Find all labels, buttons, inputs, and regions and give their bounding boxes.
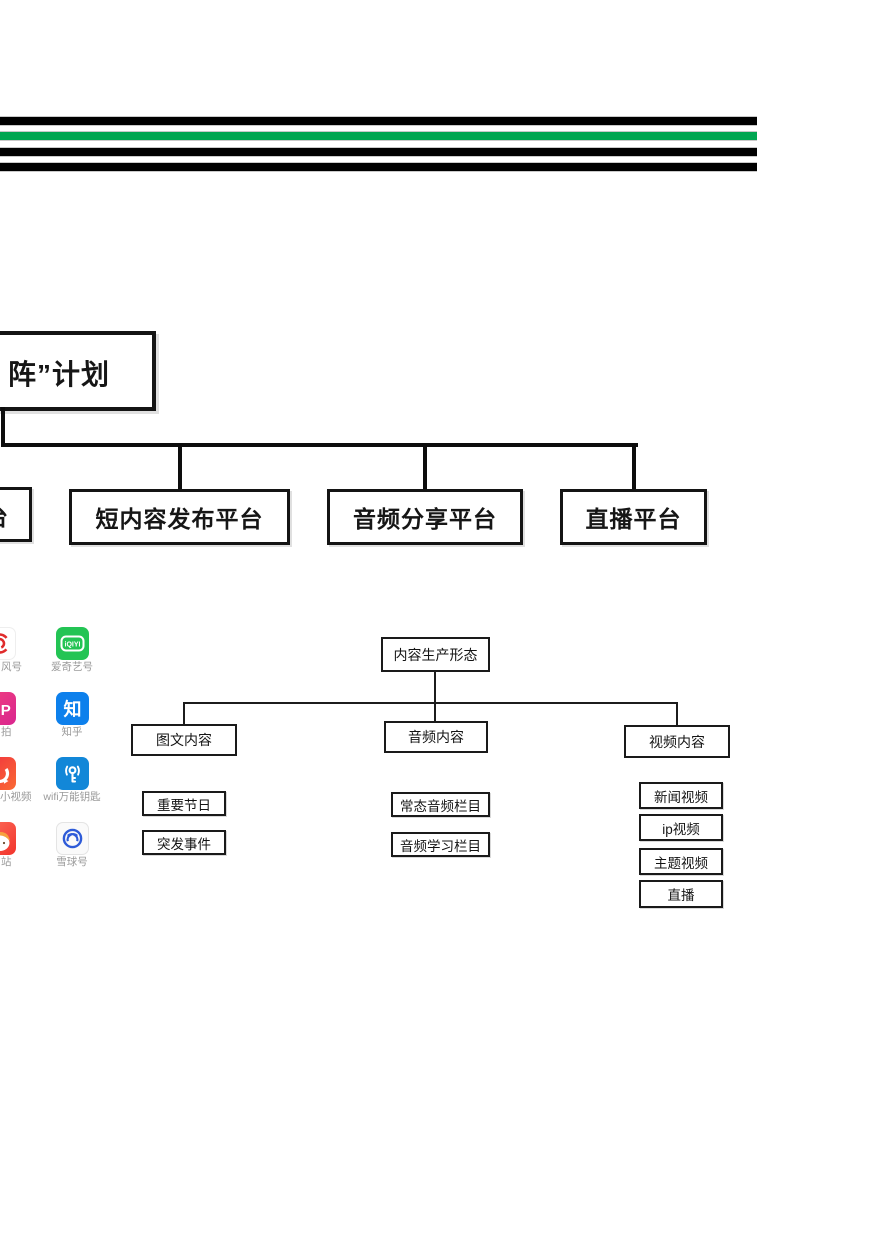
leaf-live: 直播	[639, 880, 723, 908]
leaf-label: 新闻视频	[654, 789, 708, 805]
stripe-green	[0, 132, 757, 140]
branch-box-video: 视频内容	[624, 725, 730, 758]
tree-hline	[183, 702, 677, 704]
iqiyi-app-icon: iQIYI	[56, 627, 89, 660]
platform-box-live: 直播平台	[560, 489, 707, 545]
tree-root-label: 内容生产形态	[393, 646, 478, 663]
zhan-app-label: 站	[1, 856, 12, 868]
leaf-label: 主题视频	[654, 855, 708, 871]
leaf-label: 直播	[667, 888, 695, 903]
leaf-regular-audio-column: 常态音频栏目	[391, 792, 490, 817]
zhihu-app-icon: 知	[56, 692, 89, 725]
xiaoshipin-app-icon	[0, 757, 16, 790]
leaf-label: ip视频	[662, 821, 700, 837]
stripe-black-1	[0, 117, 757, 125]
iqiyi-app-label: 爱奇艺号	[51, 661, 93, 673]
leaf-important-festivals: 重要节日	[142, 791, 226, 816]
platform-box-audio-share: 音频分享平台	[327, 489, 523, 545]
leaf-news-video: 新闻视频	[639, 782, 723, 809]
leaf-theme-video: 主题视频	[639, 848, 723, 875]
stripe-black-3	[0, 163, 757, 171]
branch-label-video: 视频内容	[649, 733, 705, 750]
platform-label-short-content: 短内容发布平台	[95, 506, 264, 532]
leaf-ip-video: ip视频	[639, 814, 723, 841]
plan-title-box	[0, 331, 156, 411]
platform-box-short-content: 短内容发布平台	[69, 489, 290, 545]
branch-label-audio: 音频内容	[408, 729, 464, 745]
svg-text:iQIYI: iQIYI	[65, 642, 81, 649]
stripe-black-2	[0, 148, 757, 156]
pai-app-label: 拍	[1, 726, 12, 738]
fenghao-app-label: 风号	[1, 661, 22, 673]
leaf-label: 突发事件	[157, 836, 211, 852]
title-drop-line	[1, 407, 5, 447]
fenghao-app-icon	[0, 627, 16, 660]
xueqiu-app-label: 雪球号	[56, 856, 88, 868]
branch-box-audio: 音频内容	[384, 721, 488, 753]
xueqiu-app-icon	[56, 822, 89, 855]
platform-label-partial: 台	[0, 498, 9, 532]
leaf-label: 常态音频栏目	[400, 798, 481, 814]
platform-label-live: 直播平台	[585, 506, 682, 532]
tree-root-drop-line	[434, 671, 436, 721]
leaf-breaking-events: 突发事件	[142, 830, 226, 855]
tree-drop-text	[183, 702, 185, 724]
wifi-key-app-label: wifi万能钥匙	[43, 791, 101, 803]
svg-text:知: 知	[64, 699, 82, 720]
leaf-label: 重要节日	[157, 797, 211, 813]
leaf-audio-learning-column: 音频学习栏目	[391, 832, 490, 857]
pai-app-icon: MP	[0, 692, 16, 725]
tree-drop-video	[676, 702, 678, 725]
leaf-label: 音频学习栏目	[400, 838, 481, 854]
plan-title: 阵”计划	[8, 359, 111, 390]
platforms-hline	[1, 443, 638, 447]
drop-live	[632, 447, 636, 490]
zhihu-app-label: 知乎	[61, 726, 83, 738]
drop-short-content	[178, 447, 182, 490]
svg-text:MP: MP	[0, 702, 11, 719]
platform-label-audio-share: 音频分享平台	[353, 506, 497, 532]
xiaoshipin-app-label: 小视频	[0, 791, 32, 803]
wifi-key-app-icon	[56, 757, 89, 790]
branch-box-text: 图文内容	[131, 724, 237, 756]
drop-audio-share	[423, 447, 427, 490]
tree-root-box: 内容生产形态	[381, 637, 490, 672]
zhan-app-icon	[0, 822, 16, 855]
branch-label-text: 图文内容	[156, 732, 212, 748]
platform-box-partial: 台	[0, 487, 32, 542]
